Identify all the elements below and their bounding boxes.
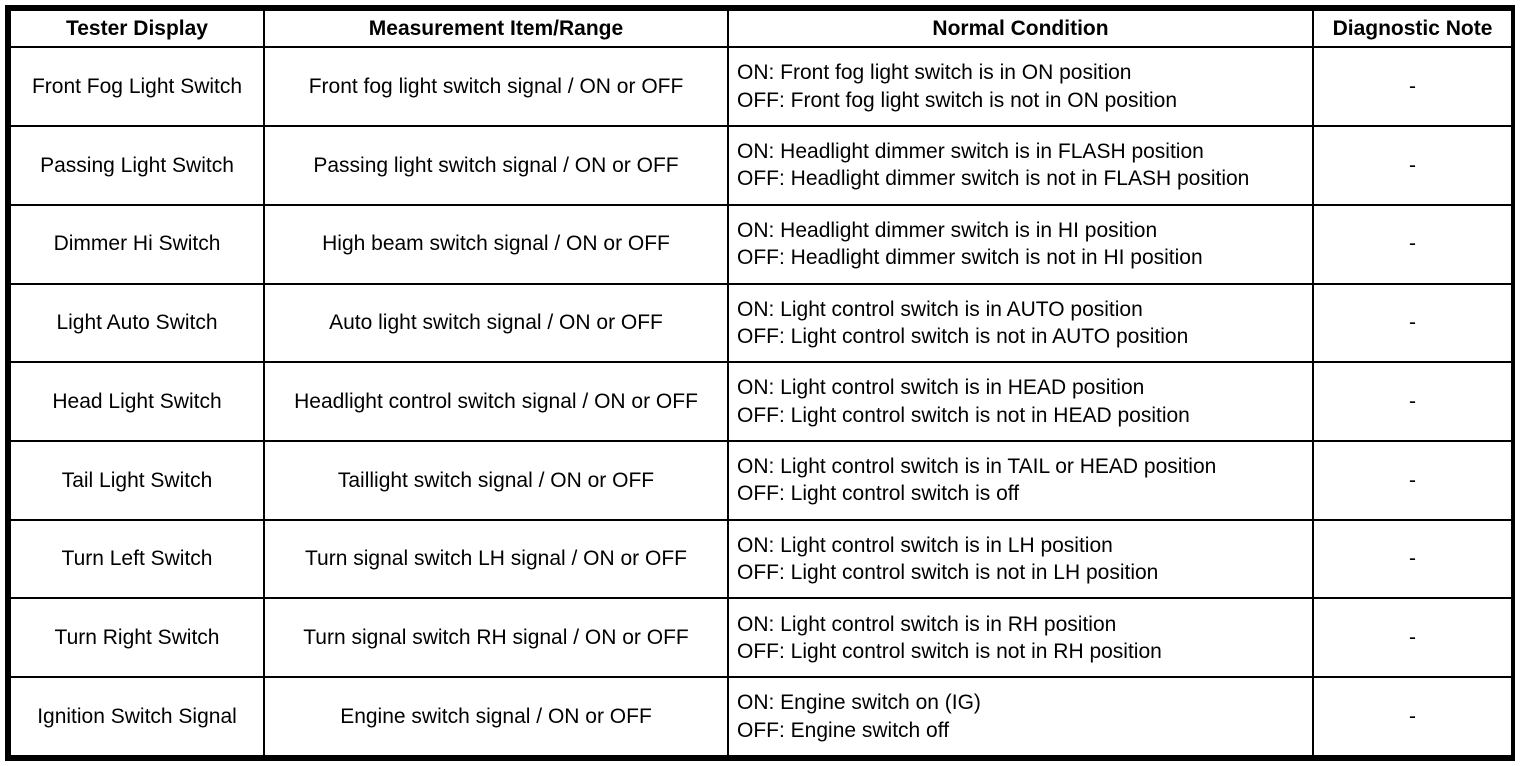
normal-condition-off-line: OFF: Front fog light switch is not in ON… xyxy=(737,88,1177,112)
normal-condition-off-line: OFF: Headlight dimmer switch is not in F… xyxy=(737,167,1250,191)
header-row: Tester Display Measurement Item/Range No… xyxy=(9,8,1513,49)
normal-condition-on-line: ON: Headlight dimmer switch is in FLASH … xyxy=(737,140,1204,164)
cell-normal-condition: ON: Light control switch is in LH positi… xyxy=(727,518,1314,600)
cell-measurement-item-range: High beam switch signal / ON or OFF xyxy=(263,203,729,285)
cell-tester-display: Turn Left Switch xyxy=(9,518,265,600)
normal-condition-off-line: OFF: Engine switch off xyxy=(737,718,950,742)
cell-tester-display: Passing Light Switch xyxy=(9,125,265,206)
cell-tester-display: Light Auto Switch xyxy=(9,282,265,364)
normal-condition-on-line: ON: Light control switch is in HEAD posi… xyxy=(737,376,1145,400)
cell-normal-condition: ON: Headlight dimmer switch is in HI pos… xyxy=(727,203,1314,285)
normal-condition-on-line: ON: Light control switch is in TAIL or H… xyxy=(737,455,1217,479)
normal-condition-on-line: ON: Light control switch is in LH positi… xyxy=(737,533,1113,557)
cell-measurement-item-range: Turn signal switch LH signal / ON or OFF xyxy=(263,518,729,600)
cell-measurement-item-range: Headlight control switch signal / ON or … xyxy=(263,361,729,442)
cell-normal-condition: ON: Front fog light switch is in ON posi… xyxy=(727,46,1314,128)
cell-tester-display: Ignition Switch Signal xyxy=(9,676,265,757)
column-header-normal-condition: Normal Condition xyxy=(727,8,1314,49)
cell-diagnostic-note: - xyxy=(1312,361,1513,442)
normal-condition-off-line: OFF: Light control switch is not in HEAD… xyxy=(737,403,1190,427)
column-header-tester-display: Tester Display xyxy=(9,8,265,49)
cell-diagnostic-note: - xyxy=(1312,518,1513,600)
cell-measurement-item-range: Front fog light switch signal / ON or OF… xyxy=(263,46,729,128)
cell-normal-condition: ON: Light control switch is in AUTO posi… xyxy=(727,282,1314,364)
cell-diagnostic-note: - xyxy=(1312,46,1513,128)
cell-measurement-item-range: Engine switch signal / ON or OFF xyxy=(263,676,729,757)
cell-measurement-item-range: Turn signal switch RH signal / ON or OFF xyxy=(263,597,729,679)
cell-diagnostic-note: - xyxy=(1312,439,1513,521)
cell-normal-condition: ON: Engine switch on (IG) OFF: Engine swi… xyxy=(727,676,1314,757)
cell-tester-display: Dimmer Hi Switch xyxy=(9,203,265,285)
spec-table-container: Tester Display Measurement Item/Range No… xyxy=(5,5,1515,761)
normal-condition-off-line: OFF: Headlight dimmer switch is not in H… xyxy=(737,246,1203,270)
cell-measurement-item-range: Passing light switch signal / ON or OFF xyxy=(263,125,729,206)
column-header-diagnostic-note: Diagnostic Note xyxy=(1312,8,1513,49)
normal-condition-on-line: ON: Front fog light switch is in ON posi… xyxy=(737,61,1132,85)
cell-diagnostic-note: - xyxy=(1312,282,1513,364)
cell-tester-display: Front Fog Light Switch xyxy=(9,46,265,128)
cell-normal-condition: ON: Light control switch is in HEAD posi… xyxy=(727,361,1314,442)
normal-condition-on-line: ON: Light control switch is in AUTO posi… xyxy=(737,297,1143,321)
normal-condition-on-line: ON: Light control switch is in RH positi… xyxy=(737,612,1117,636)
cell-tester-display: Tail Light Switch xyxy=(9,439,265,521)
normal-condition-off-line: OFF: Light control switch is not in AUTO… xyxy=(737,324,1189,348)
normal-condition-on-line: ON: Headlight dimmer switch is in HI pos… xyxy=(737,218,1158,242)
tester-display-spec-table: Tester Display Measurement Item/Range No… xyxy=(9,8,1513,757)
cell-measurement-item-range: Auto light switch signal / ON or OFF xyxy=(263,282,729,364)
cell-diagnostic-note: - xyxy=(1312,125,1513,206)
cell-diagnostic-note: - xyxy=(1312,203,1513,285)
column-header-measurement-item-range: Measurement Item/Range xyxy=(263,8,729,49)
cell-normal-condition: ON: Light control switch is in TAIL or H… xyxy=(727,439,1314,521)
cell-diagnostic-note: - xyxy=(1312,676,1513,757)
cell-diagnostic-note: - xyxy=(1312,597,1513,679)
normal-condition-off-line: OFF: Light control switch is not in LH p… xyxy=(737,561,1159,585)
normal-condition-off-line: OFF: Light control switch is not in RH p… xyxy=(737,639,1162,663)
normal-condition-on-line: ON: Engine switch on (IG) xyxy=(737,691,981,715)
cell-tester-display: Turn Right Switch xyxy=(9,597,265,679)
cell-tester-display: Head Light Switch xyxy=(9,361,265,442)
table-header: Tester Display Measurement Item/Range No… xyxy=(9,8,1513,49)
normal-condition-off-line: OFF: Light control switch is off xyxy=(737,482,1020,506)
cell-normal-condition: ON: Light control switch is in RH positi… xyxy=(727,597,1314,679)
cell-normal-condition: ON: Headlight dimmer switch is in FLASH … xyxy=(727,125,1314,206)
cell-measurement-item-range: Taillight switch signal / ON or OFF xyxy=(263,439,729,521)
